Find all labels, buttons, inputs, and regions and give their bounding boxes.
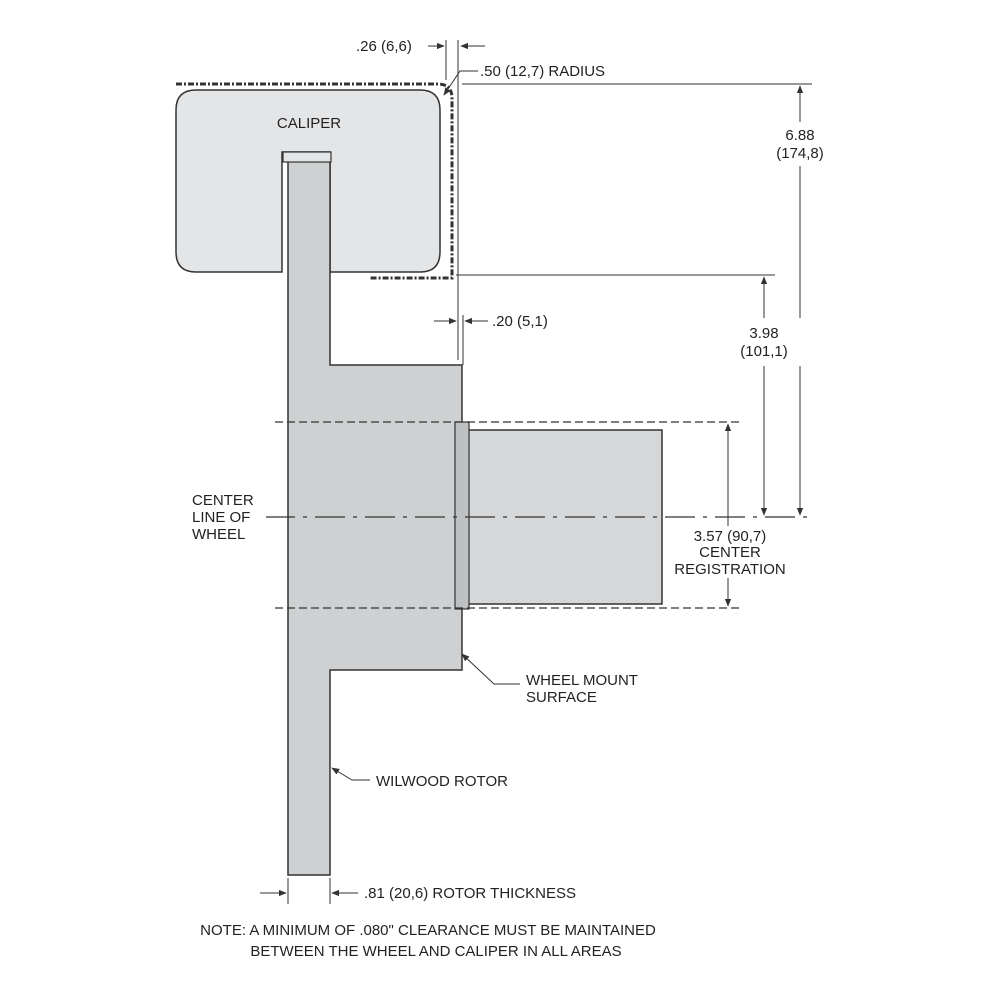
dim-total-text-2: (174,8) (776, 145, 824, 162)
caliper-clearance-envelope (176, 82, 454, 280)
mount-text-1: WHEEL MOUNT (526, 672, 638, 689)
rotor-text: WILWOOD ROTOR (376, 773, 508, 790)
rotor-slot-cap (282, 151, 332, 163)
centerline-text-2: LINE OF (192, 509, 250, 526)
registration-text-2: CENTER (699, 544, 761, 561)
mount-text-2: SURFACE (526, 689, 597, 706)
thickness-text: .81 (20,6) ROTOR THICKNESS (364, 885, 576, 902)
radius-leader (443, 70, 478, 96)
dim-offset-text: .26 (6,6) (356, 38, 412, 55)
rotor-leader (331, 767, 370, 781)
dim-total-text-1: 6.88 (785, 127, 814, 144)
mount-surface-lip (454, 421, 470, 610)
mount-leader (461, 653, 520, 685)
registration-text-1: 3.57 (90,7) (694, 528, 767, 545)
centerline-text-1: CENTER (192, 492, 254, 509)
caliper-body (175, 89, 441, 273)
centerline-text-3: WHEEL (192, 526, 245, 543)
registration-text-3: REGISTRATION (674, 561, 785, 578)
note-line-1: NOTE: A MINIMUM OF .080" CLEARANCE MUST … (200, 922, 656, 939)
note-line-2: BETWEEN THE WHEEL AND CALIPER IN ALL ARE… (250, 943, 621, 960)
caliper-label: CALIPER (277, 115, 341, 132)
dim-clearance-text: .20 (5,1) (492, 313, 548, 330)
dim-radius-text: .50 (12,7) RADIUS (480, 63, 605, 80)
dim-height-text-2: (101,1) (740, 343, 788, 360)
dim-height-text-1: 3.98 (749, 325, 778, 342)
